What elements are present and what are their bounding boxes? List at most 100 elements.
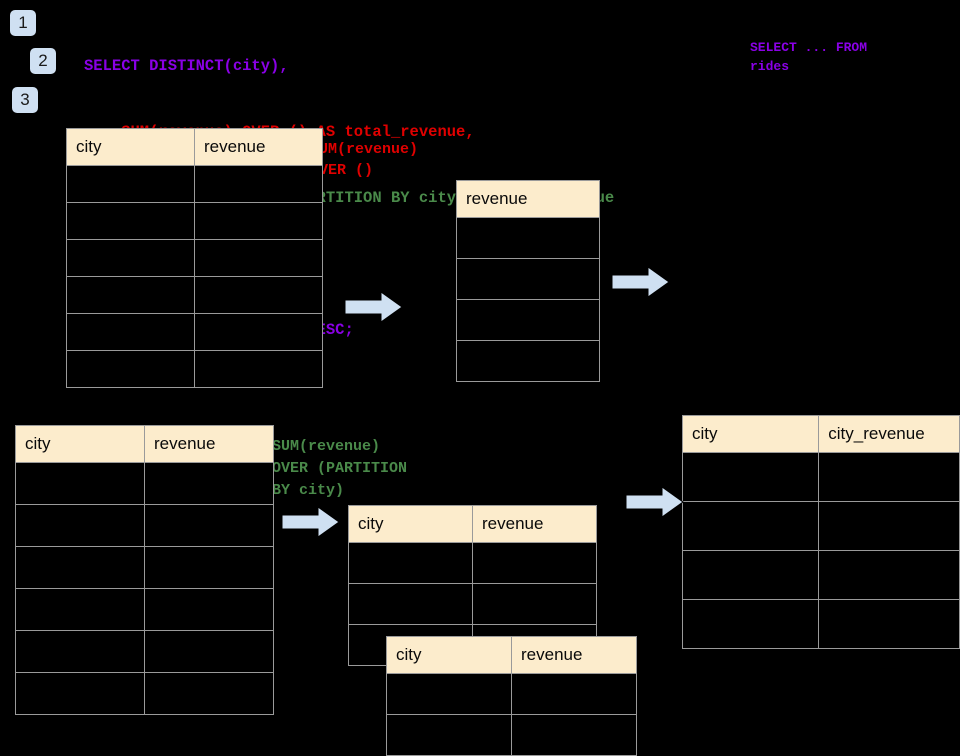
table-row [66,276,323,314]
table-cell [144,504,274,547]
table-cell [66,276,195,314]
table-cell [194,165,323,203]
table-row [681,550,960,600]
column-header-revenue: revenue [472,505,597,543]
table-cell [386,714,512,756]
table-header: city revenue [15,425,274,463]
column-header-city: city [681,415,820,453]
table-row [15,546,274,589]
table-header-row: city revenue [348,505,597,543]
step-badge-1[interactable]: 1 [10,10,36,36]
table-cell [15,672,145,715]
table-header-row: city city_revenue [681,415,960,453]
sql-line-select: SELECT DISTINCT(city), [84,57,289,75]
table-cell [144,462,274,505]
table-cell [144,588,274,631]
table-row [15,630,274,673]
table-cell [511,673,637,715]
table-header: city revenue [348,505,597,543]
table-cell [144,672,274,715]
table-cell [818,599,960,649]
step-badge-2[interactable]: 2 [30,48,56,74]
table-rides-source-2: city revenue [15,425,274,715]
table-row [456,299,600,341]
table-cell [194,239,323,277]
column-header-city: city [348,505,473,543]
table-cell [681,452,820,502]
arrow-right-icon [612,266,670,298]
table-cell [348,583,473,625]
column-header-revenue: revenue [456,180,600,218]
table-cell [15,546,145,589]
annotation-sum-over-empty: SUM(revenue) OVER () [310,141,419,179]
column-header-city: city [386,636,512,674]
table-row [66,350,323,388]
table-cell [66,350,195,388]
table-cell [456,340,600,382]
table-total-revenue: revenue [456,180,600,382]
table-cell [472,583,597,625]
table-cell [66,165,195,203]
table-row [348,583,597,625]
table-cell [66,239,195,277]
table-row [15,504,274,547]
table-cell [194,202,323,240]
table-cell [681,550,820,600]
table-cell [511,714,637,756]
table-cell [818,501,960,551]
table-cell [456,299,600,341]
table-header: city revenue [386,636,637,674]
table-partition-group-a: city revenue [348,505,597,666]
table-cell [15,588,145,631]
column-header-city: city [66,128,195,166]
column-header-city: city [15,425,145,463]
table-row [15,588,274,631]
table-cell [144,546,274,589]
table-row [681,599,960,649]
table-cell [472,542,597,584]
arrow-right-icon [345,291,403,323]
table-cell [681,501,820,551]
table-rides-source-1: city revenue [66,128,323,388]
table-result: city city_revenue [681,415,960,649]
table-cell [386,673,512,715]
table-cell [15,462,145,505]
table-row [66,239,323,277]
table-row [348,542,597,584]
table-body [66,165,323,388]
table-row [456,217,600,259]
table-row [66,202,323,240]
table-row [15,462,274,505]
table-cell [456,217,600,259]
table-header-row: city revenue [15,425,274,463]
arrow-right-icon [626,486,684,518]
table-body [456,217,600,382]
table-cell [681,599,820,649]
table-header: city city_revenue [681,415,960,453]
table-body [386,673,637,756]
table-body [15,462,274,715]
table-row [456,258,600,300]
table-cell [66,313,195,351]
table-header-row: city revenue [386,636,637,674]
table-row [66,313,323,351]
table-row [15,672,274,715]
table-cell [194,350,323,388]
column-header-revenue: revenue [511,636,637,674]
table-cell [348,542,473,584]
table-cell [818,550,960,600]
table-header: revenue [456,180,600,218]
table-cell [194,276,323,314]
column-header-revenue: revenue [194,128,323,166]
step-badge-3[interactable]: 3 [12,87,38,113]
table-header-row: city revenue [66,128,323,166]
table-body [681,452,960,649]
table-row [681,452,960,502]
table-cell [66,202,195,240]
table-row [681,501,960,551]
table-cell [15,630,145,673]
column-header-revenue: revenue [144,425,274,463]
table-cell [456,258,600,300]
table-row [66,165,323,203]
annotation-select-from: SELECT ... FROM rides [750,40,868,74]
